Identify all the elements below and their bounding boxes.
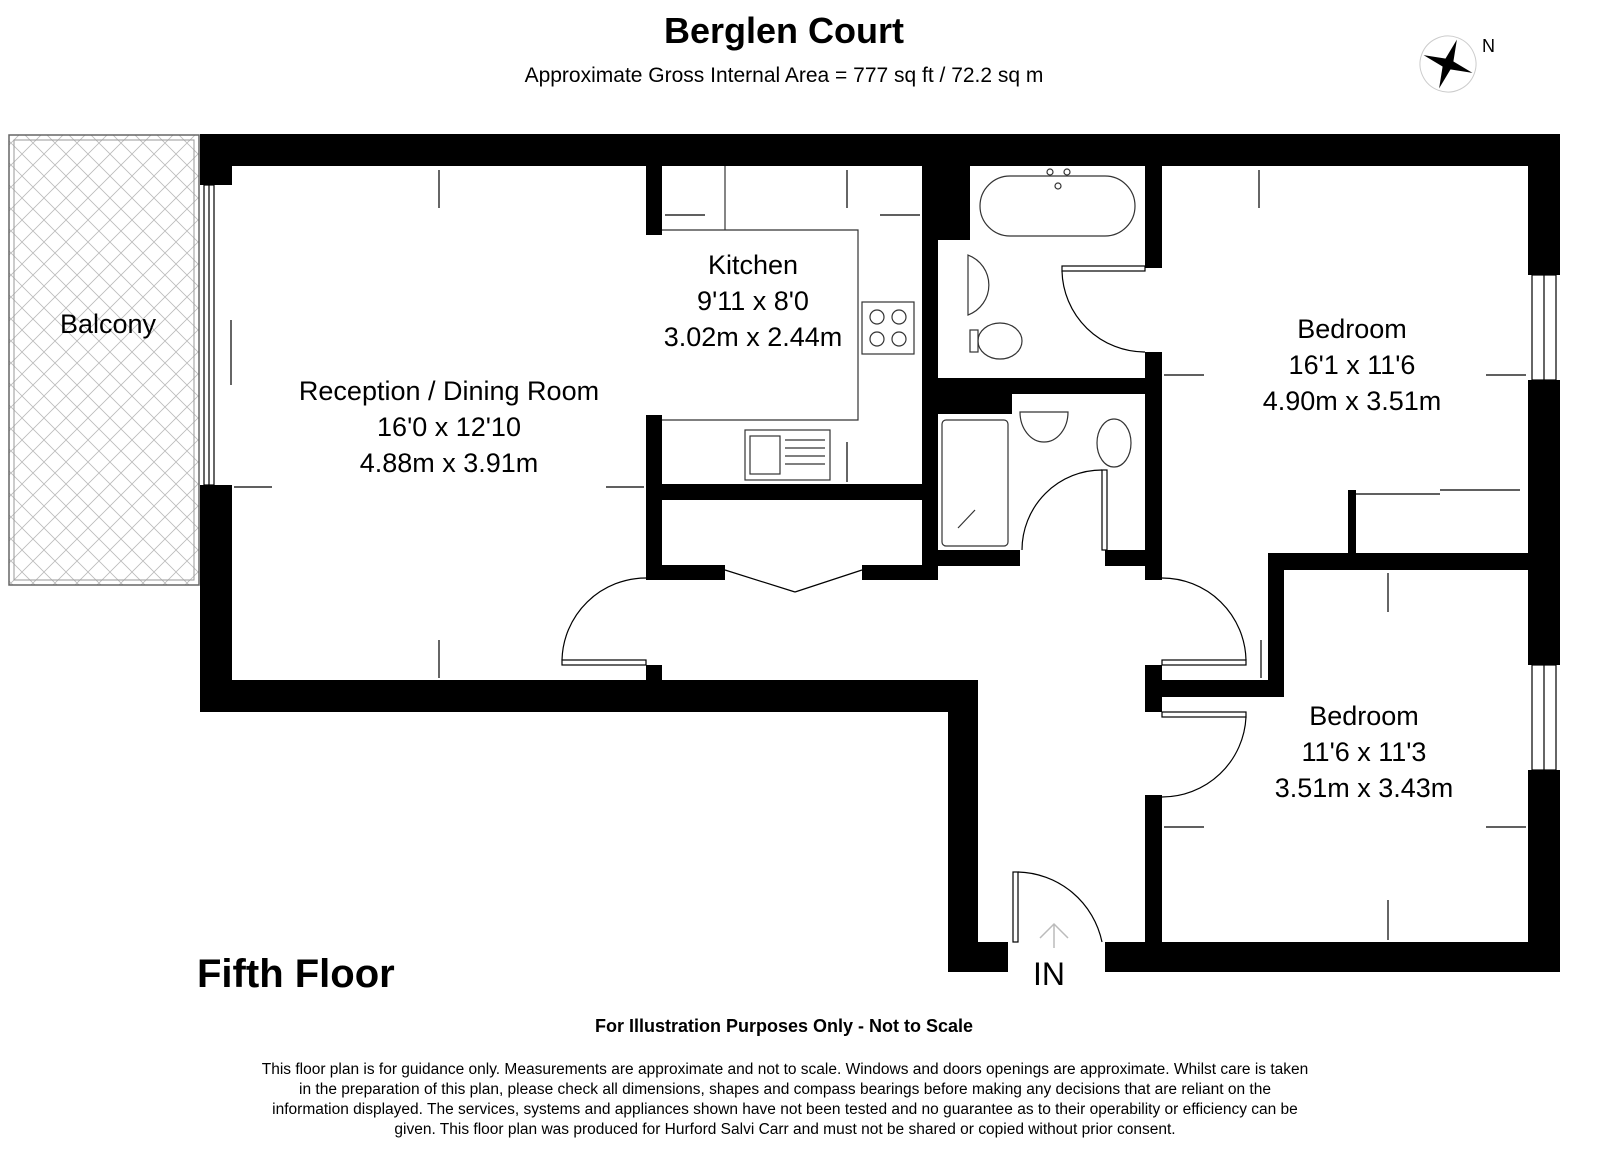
room-size-metric: 4.90m x 3.51m [1262,386,1442,416]
room-bedroom-1: Bedroom 16'1 x 11'6 4.90m x 3.51m [1263,311,1442,419]
doors [561,265,1520,943]
room-name: Balcony [59,309,157,339]
windows [203,184,1557,771]
room-size-metric: 3.51m x 3.43m [1274,773,1454,803]
room-kitchen: Kitchen 9'11 x 8'0 3.02m x 2.44m [664,247,843,355]
room-size-imperial: 9'11 x 8'0 [697,286,809,316]
room-name: Reception / Dining Room [298,376,600,406]
room-balcony: Balcony [60,306,156,342]
room-reception: Reception / Dining Room 16'0 x 12'10 4.8… [299,373,599,481]
room-size-metric: 3.02m x 2.44m [663,322,843,352]
illustration-note: For Illustration Purposes Only - Not to … [594,1016,974,1036]
compass-north-label: N [1482,36,1495,56]
room-size-metric: 4.88m x 3.91m [359,448,539,478]
room-name: Kitchen [707,250,799,280]
plan-title: Berglen Court [663,10,904,51]
dimension-arrows [230,170,1526,940]
room-name: Bedroom [1309,701,1419,731]
fixtures [662,166,1136,547]
floor-label: Fifth Floor [197,952,395,996]
room-size-imperial: 16'1 x 11'6 [1288,350,1416,380]
room-bedroom-2: Bedroom 11'6 x 11'3 3.51m x 3.43m [1275,698,1454,806]
gross-area: Approximate Gross Internal Area = 777 sq… [524,64,1044,87]
walls [200,134,1560,972]
room-size-imperial: 16'0 x 12'10 [377,412,521,442]
compass-rose-icon [1419,35,1477,93]
balcony [8,134,200,586]
entrance-label: IN [1033,956,1065,992]
room-size-imperial: 11'6 x 11'3 [1301,737,1427,767]
disclaimer: This floor plan is for guidance only. Me… [261,1061,1309,1138]
room-name: Bedroom [1297,314,1407,344]
entrance-arrow-icon [1039,922,1069,948]
